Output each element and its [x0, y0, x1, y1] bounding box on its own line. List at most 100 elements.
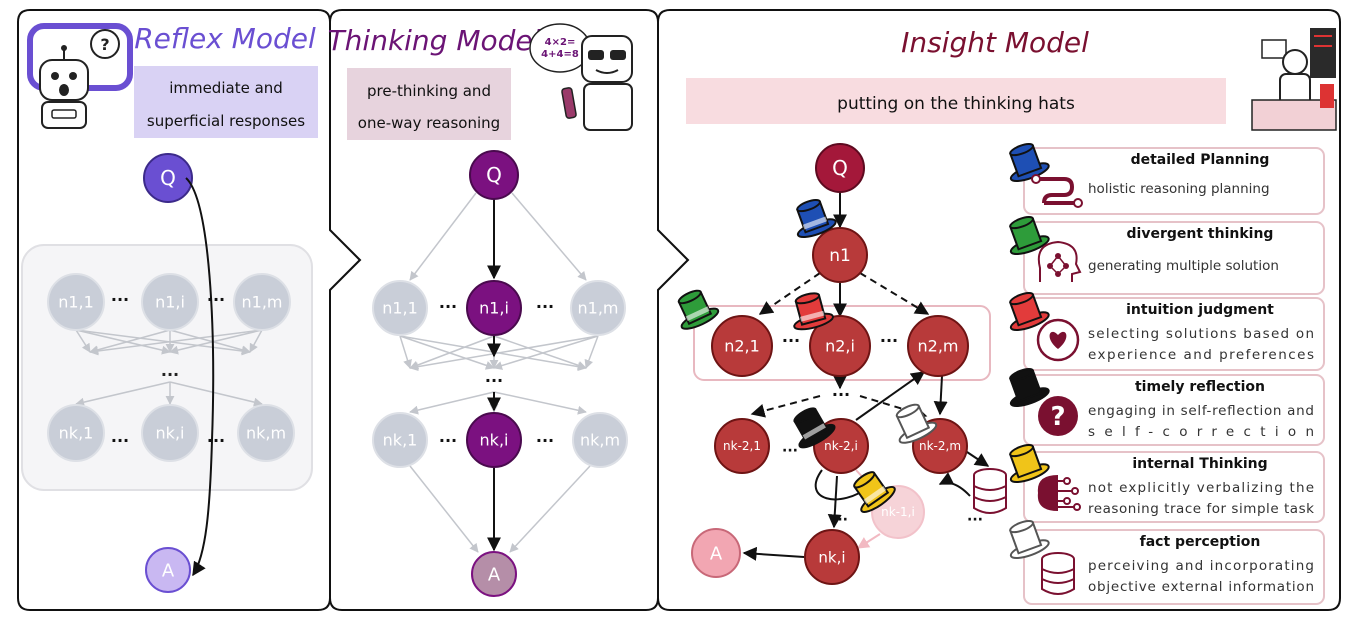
insight-dashed-edge: [859, 272, 930, 315]
insight-subtitle-box: [686, 78, 1226, 124]
insight-nki-node: nk,i: [804, 529, 860, 585]
thinking-grey-edge: [584, 335, 599, 369]
thinking-grey-edge: [409, 335, 599, 372]
feature-title: internal Thinking: [1132, 456, 1267, 472]
feature-title: divergent thinking: [1127, 226, 1274, 242]
feature-desc-line: not explicitly verbalizing the: [1088, 480, 1314, 496]
scientist-bubble-line2: 4+4=8: [541, 49, 579, 60]
insight-subtitle: putting on the thinking hats: [837, 94, 1075, 114]
feature-hat-icon: [1009, 143, 1050, 183]
thinking-bottom-node-1-label: nk,i: [480, 431, 509, 450]
insight-row2-node-1: n2,i: [809, 315, 871, 377]
insight-edge: [827, 475, 842, 529]
insight-lower-dots: ···: [967, 512, 983, 528]
thinking-bottom-node-1: nk,i: [466, 412, 522, 468]
insight-a-node: A: [691, 528, 741, 578]
thinking-grey-edge: [493, 335, 587, 370]
feature-desc-line: experience and preferences: [1088, 347, 1314, 363]
reflex-mid-dots: ···: [161, 365, 179, 384]
reflex-bottom-dots: ···: [207, 431, 225, 450]
reflex-title: Reflex Model: [134, 22, 316, 55]
reflex-grey-edge: [75, 329, 171, 355]
feature-title: intuition judgment: [1126, 302, 1274, 318]
thinking-panel: Thinking Model 4×2= 4+4=8 pre-thinking a…: [328, 23, 633, 597]
reflex-grey-edge: [249, 329, 263, 353]
database-icon: [1041, 552, 1075, 595]
thinking-top-node-1-label: n1,i: [479, 299, 509, 318]
insight-row2-node-0-circle: [711, 315, 773, 377]
thinking-top-node-0-circle: [372, 280, 428, 336]
reflex-desc-line1: immediate and: [169, 79, 283, 97]
insight-row2-node-2-circle: [907, 315, 969, 377]
feature-desc-line: objective external information: [1088, 579, 1314, 595]
thinking-bottom-node-2-circle: [572, 412, 628, 468]
insight-rowk2-node-2-label: nk-2,m: [919, 439, 961, 453]
reflex-bottom-node-2: nk,m: [237, 404, 295, 462]
thinking-top-dots: ···: [439, 297, 457, 316]
green-hat-icon: [677, 289, 720, 330]
insight-researcher-icon: [1251, 28, 1337, 131]
thinking-grey-edge: [493, 391, 587, 415]
insight-nki-node-label: nk,i: [818, 548, 845, 566]
reflex-desc-box: [134, 66, 318, 138]
reflex-bottom-node-1-label: nk,i: [156, 424, 185, 443]
insight-nk1i-node-label: nk-1,i: [881, 505, 915, 519]
feature-title: detailed Planning: [1131, 152, 1270, 168]
thinking-bottom-node-0-label: nk,1: [383, 431, 418, 450]
insight-edge: [933, 375, 948, 416]
brain-circuit-icon: [1037, 475, 1081, 511]
thinking-top-node-2: n1,m: [570, 280, 626, 336]
feature-card: [1023, 221, 1325, 295]
reflex-a-node-label: A: [162, 560, 175, 581]
thinking-desc-line1: pre-thinking and: [367, 82, 491, 100]
route-icon: [1031, 174, 1083, 208]
insight-rowk2-dots: ···: [782, 443, 798, 459]
thinking-bottom-node-1-circle: [466, 412, 522, 468]
thinking-bottom-node-0-circle: [372, 412, 428, 468]
thinking-bottom-dots: ···: [439, 431, 457, 450]
reflex-grey-edge: [75, 381, 171, 407]
feature-card: [1023, 451, 1325, 523]
reflex-top-node-1: n1,i: [141, 273, 199, 331]
reflex-top-node-2-label: n1,m: [242, 293, 283, 312]
thinking-top-node-2-label: n1,m: [578, 299, 619, 318]
reflex-direct-arrow: [185, 177, 215, 577]
thinking-desc-box: [347, 68, 511, 140]
thinking-bottom-node-2-label: nk,m: [580, 431, 620, 450]
reflex-bottom-node-0-circle: [47, 404, 105, 462]
reflex-grey-edge: [169, 329, 251, 355]
thinking-mid-dots: ···: [485, 371, 503, 390]
reflex-grey-edge: [169, 381, 263, 407]
thinking-q-node-circle: [469, 150, 519, 200]
thinking-grey-edge: [493, 335, 599, 370]
feature-hat-icon: [1009, 216, 1050, 256]
reflex-panel: ? Reflex Model immediate and superficial…: [21, 22, 318, 593]
reflex-bottom-node-0-label: nk,1: [59, 424, 94, 443]
insight-q-node: Q: [815, 143, 865, 193]
thinking-top-node-2-circle: [570, 280, 626, 336]
reflex-top-node-2-circle: [233, 273, 291, 331]
insight-edge: [742, 546, 805, 561]
feature-hat-icon: [1009, 368, 1050, 408]
thinking-top-dots: ···: [536, 297, 554, 316]
insight-q-node-circle: [815, 143, 865, 193]
insight-row2-node-0-label: n2,1: [724, 337, 760, 356]
feature-item-3: timely reflection?engaging in self-refle…: [1009, 368, 1325, 446]
thinking-bottom-dots: ···: [536, 431, 554, 450]
reflex-grey-edge: [89, 329, 171, 355]
feature-desc-line: perceiving and incorporating: [1088, 558, 1314, 574]
thinking-grey-edge: [399, 335, 495, 370]
reflex-top-node-0-label: n1,1: [58, 293, 94, 312]
thinking-bottom-node-0: nk,1: [372, 412, 428, 468]
reflex-grey-edge: [75, 329, 251, 356]
thinking-a-node-label: A: [488, 564, 501, 585]
insight-db-edge: [963, 449, 990, 467]
reflex-top-node-0: n1,1: [47, 273, 105, 331]
insight-dashed-edge: [758, 272, 821, 315]
